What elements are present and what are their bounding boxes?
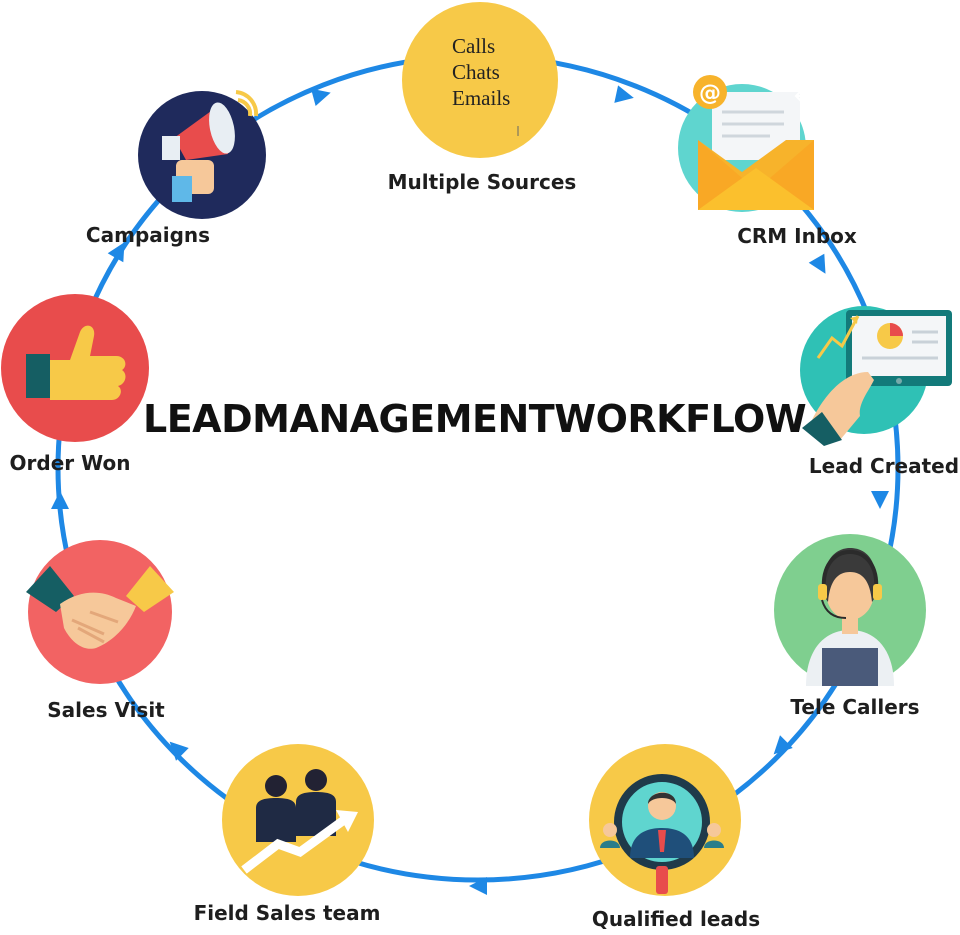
arrow-icon xyxy=(51,491,69,509)
node-sales-visit xyxy=(26,540,174,684)
magnifier-person-icon xyxy=(600,774,724,894)
label-field-sales-team: Field Sales team xyxy=(193,901,381,925)
label-multiple-sources: Multiple Sources xyxy=(387,170,577,194)
arrow-icon xyxy=(469,877,487,895)
envelope-icon: @ xyxy=(693,75,814,210)
presentation-screen-icon xyxy=(802,310,952,446)
handshake-icon xyxy=(26,566,174,649)
source-line-calls: Calls xyxy=(452,34,495,58)
node-lead-created xyxy=(800,306,952,446)
source-line-emails: Emails xyxy=(452,86,510,110)
megaphone-icon xyxy=(162,90,259,202)
arrow-icon xyxy=(871,491,889,509)
label-campaigns: Campaigns xyxy=(85,223,211,247)
label-lead-created: Lead Created xyxy=(808,454,960,478)
headset-operator-icon xyxy=(806,548,894,686)
label-sales-visit: Sales Visit xyxy=(47,698,165,722)
team-growth-icon xyxy=(241,769,358,874)
diagram-title: LEADMANAGEMENTWORKFLOW xyxy=(143,397,807,441)
label-qualified-leads: Qualified leads xyxy=(591,907,761,931)
arrow-icon xyxy=(808,253,826,274)
node-campaigns xyxy=(138,90,266,219)
svg-text:@: @ xyxy=(699,81,721,106)
source-line-chats: Chats xyxy=(452,60,500,84)
arrow-icon xyxy=(107,242,125,263)
node-order-won xyxy=(1,294,149,442)
label-order-won: Order Won xyxy=(9,451,131,475)
label-crm-inbox: CRM Inbox xyxy=(737,224,857,248)
label-tele-callers: Tele Callers xyxy=(790,695,920,719)
node-tele-callers xyxy=(774,534,926,686)
node-field-sales-team xyxy=(222,744,374,896)
arrow-icon xyxy=(614,85,634,103)
arrow-icon xyxy=(310,88,331,107)
node-crm-inbox: @ xyxy=(678,75,814,212)
node-qualified-leads xyxy=(589,744,741,896)
thumbs-up-icon xyxy=(26,325,126,400)
node-multiple-sources: Calls Chats Emails xyxy=(402,2,558,158)
